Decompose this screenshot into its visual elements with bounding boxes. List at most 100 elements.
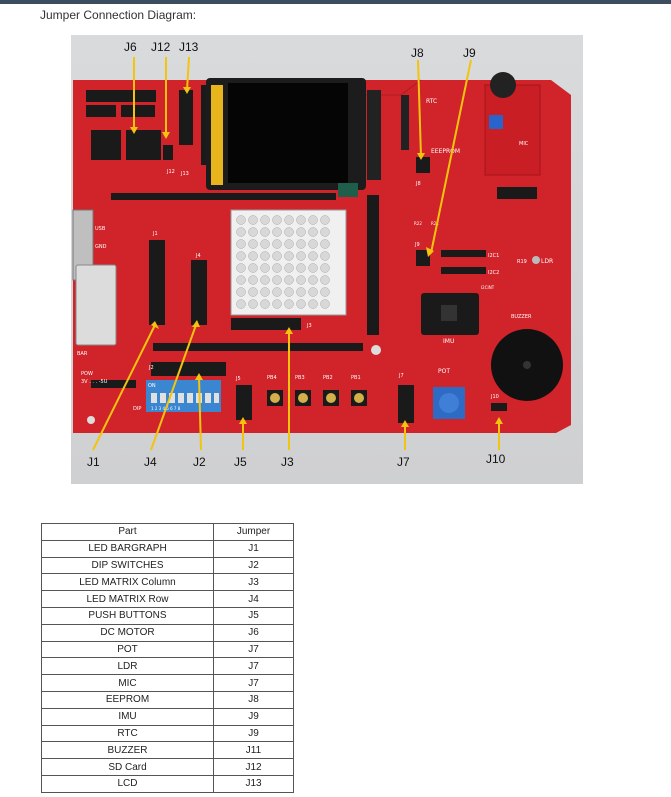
- part-cell: LDR: [41, 657, 214, 676]
- mic-module: [484, 84, 541, 176]
- silk-pb1: PB1: [351, 375, 361, 381]
- label-j12: J12: [151, 40, 171, 54]
- table-header-row: Part Jumper: [41, 523, 294, 541]
- silk-gnd: GND: [95, 244, 107, 250]
- silk-j1: J1: [152, 231, 158, 237]
- silk-eeprom: EEEPROM: [431, 148, 460, 155]
- jumper-cell: J7: [213, 674, 294, 692]
- j8-header: [416, 157, 430, 173]
- silk-j10: J10: [490, 394, 499, 400]
- silk-i2c1: I2C1: [488, 253, 499, 259]
- ldr: [532, 256, 540, 264]
- jumper-cell: J7: [213, 640, 294, 659]
- jumper-cell: J9: [213, 724, 294, 743]
- label-j8: J8: [411, 46, 424, 60]
- jumper-cell: J3: [213, 573, 294, 592]
- jumper-cell: J7: [213, 657, 294, 676]
- j2-header: [151, 362, 226, 376]
- led-matrix: [230, 209, 347, 316]
- header-part: Part: [41, 523, 214, 541]
- label-j9: J9: [463, 46, 476, 60]
- part-cell: BUZZER: [41, 741, 214, 760]
- silk-ldr: LDR: [541, 258, 553, 265]
- jumper-cell: J12: [213, 758, 294, 776]
- silk-j9: J9: [414, 242, 420, 248]
- label-j6: J6: [124, 40, 137, 54]
- silk-motor: 3V . . . -5U: [81, 379, 108, 385]
- jumper-cell: J9: [213, 707, 294, 726]
- label-j1: J1: [87, 455, 100, 469]
- j7-header: [398, 385, 414, 423]
- silk-r21: R21: [431, 221, 439, 226]
- silk-pot: POT: [438, 368, 450, 375]
- i2c1-header: [441, 250, 486, 257]
- jumper-cell: J11: [213, 741, 294, 760]
- j3-header: [231, 318, 301, 330]
- i2c2-header: [441, 267, 486, 274]
- silk-i2c2: I2C2: [488, 270, 499, 276]
- silk-rtc: RTC: [426, 98, 437, 105]
- board-illustration: BAR USB GND J12 J13 J1 J4 J3: [72, 40, 571, 469]
- j5-header: [236, 385, 252, 420]
- j4-header: [191, 260, 207, 325]
- silk-r22: R22: [414, 221, 422, 226]
- silk-pb3: PB3: [295, 375, 305, 381]
- part-cell: LCD: [41, 774, 214, 793]
- label-j2: J2: [193, 455, 206, 469]
- part-cell: LED MATRIX Row: [41, 590, 214, 608]
- jumper-cell: J8: [213, 690, 294, 709]
- part-cell: DC MOTOR: [41, 623, 214, 642]
- part-cell: RTC: [41, 724, 214, 743]
- jumper-cell: J1: [213, 539, 294, 558]
- silk-j7: J7: [398, 373, 404, 379]
- header-jumper: Jumper: [213, 523, 294, 541]
- push-buttons: [267, 390, 367, 406]
- silk-j13: J13: [180, 171, 189, 177]
- part-cell: MIC: [41, 674, 214, 692]
- silk-pb4: PB4: [267, 375, 277, 381]
- silk-j4: J4: [195, 253, 201, 259]
- jumper-cell: J5: [213, 606, 294, 625]
- page-heading: Jumper Connection Diagram:: [40, 8, 197, 22]
- j1-header: [149, 240, 165, 325]
- board-photo: BAR USB GND J12 J13 J1 J4 J3: [71, 35, 583, 484]
- silk-on: ON: [148, 383, 156, 389]
- silk-usb: USB: [95, 226, 106, 232]
- part-cell: LED MATRIX Column: [41, 573, 214, 592]
- j9-header: [416, 250, 430, 266]
- silk-imu: IMU: [443, 338, 454, 345]
- silk-j5: J5: [235, 376, 241, 382]
- part-cell: IMU: [41, 707, 214, 726]
- label-j5: J5: [234, 455, 247, 469]
- label-j3: J3: [281, 455, 294, 469]
- silk-pow: POW: [81, 371, 93, 377]
- part-cell: DIP SWITCHES: [41, 556, 214, 575]
- silk-j2: J2: [148, 365, 154, 371]
- part-cell: POT: [41, 640, 214, 659]
- part-cell: EEPROM: [41, 690, 214, 709]
- part-cell: SD Card: [41, 758, 214, 776]
- silk-r19: R19: [517, 259, 527, 265]
- part-cell: LED BARGRAPH: [41, 539, 214, 558]
- silk-bar: BAR: [77, 351, 88, 357]
- silk-dip: DIP: [133, 406, 141, 412]
- j10-header: [491, 403, 507, 411]
- label-j4: J4: [144, 455, 157, 469]
- silk-i2cint: I2CINT: [481, 285, 495, 290]
- top-bar: [0, 0, 671, 4]
- bargraph-led: [75, 264, 117, 346]
- part-cell: PUSH BUTTONS: [41, 606, 214, 625]
